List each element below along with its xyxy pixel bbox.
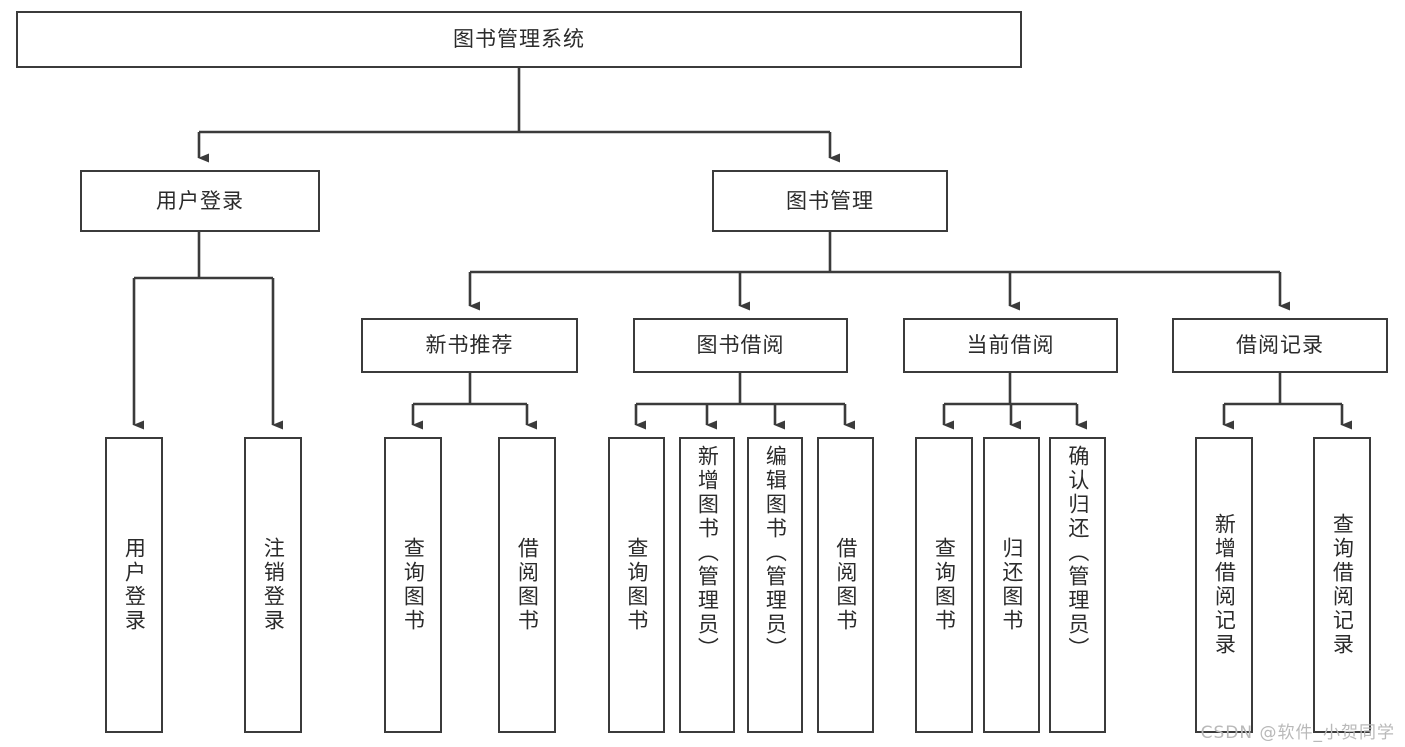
leaf-borrow-book-new-label: 借阅图书 <box>515 537 540 633</box>
node-book-management-label: 图书管理 <box>786 188 874 213</box>
leaf-user-login[interactable]: 用户登录 <box>105 437 163 733</box>
leaf-edit-book-admin[interactable]: 编辑图书（管理员） <box>747 437 803 733</box>
node-user-login[interactable]: 用户登录 <box>80 170 320 232</box>
leaf-logout[interactable]: 注销登录 <box>244 437 302 733</box>
leaf-query-book-current[interactable]: 查询图书 <box>915 437 973 733</box>
leaf-confirm-return-admin-label: 确认归还（管理员） <box>1065 445 1090 661</box>
node-current-borrow-label: 当前借阅 <box>966 333 1055 358</box>
node-current-borrow[interactable]: 当前借阅 <box>903 318 1118 373</box>
leaf-query-book-new-label: 查询图书 <box>401 537 426 633</box>
node-book-borrow-label: 图书借阅 <box>696 333 785 358</box>
leaf-query-book-current-label: 查询图书 <box>932 537 957 633</box>
leaf-query-book-borrow-label: 查询图书 <box>624 537 649 633</box>
leaf-logout-label: 注销登录 <box>261 537 286 633</box>
node-book-management[interactable]: 图书管理 <box>712 170 948 232</box>
leaf-borrow-book-label: 借阅图书 <box>833 537 858 633</box>
node-root[interactable]: 图书管理系统 <box>16 11 1022 68</box>
leaf-add-book-admin[interactable]: 新增图书（管理员） <box>679 437 735 733</box>
node-borrow-record-label: 借阅记录 <box>1236 333 1324 358</box>
leaf-query-book-new[interactable]: 查询图书 <box>384 437 442 733</box>
leaf-return-book-label: 归还图书 <box>999 537 1024 633</box>
node-borrow-record[interactable]: 借阅记录 <box>1172 318 1388 373</box>
node-new-book-recommend-label: 新书推荐 <box>425 333 514 358</box>
leaf-return-book[interactable]: 归还图书 <box>983 437 1040 733</box>
leaf-add-book-admin-label: 新增图书（管理员） <box>695 445 720 661</box>
leaf-add-borrow-record-label: 新增借阅记录 <box>1212 513 1237 657</box>
node-new-book-recommend[interactable]: 新书推荐 <box>361 318 578 373</box>
node-user-login-label: 用户登录 <box>156 188 244 213</box>
leaf-add-borrow-record[interactable]: 新增借阅记录 <box>1195 437 1253 733</box>
leaf-borrow-book-new[interactable]: 借阅图书 <box>498 437 556 733</box>
leaf-confirm-return-admin[interactable]: 确认归还（管理员） <box>1049 437 1106 733</box>
leaf-query-borrow-record-label: 查询借阅记录 <box>1330 513 1355 657</box>
node-book-borrow[interactable]: 图书借阅 <box>633 318 848 373</box>
leaf-borrow-book[interactable]: 借阅图书 <box>817 437 874 733</box>
leaf-query-borrow-record[interactable]: 查询借阅记录 <box>1313 437 1371 733</box>
leaf-user-login-label: 用户登录 <box>122 537 147 633</box>
node-root-label: 图书管理系统 <box>453 27 585 52</box>
leaf-edit-book-admin-label: 编辑图书（管理员） <box>763 445 788 661</box>
leaf-query-book-borrow[interactable]: 查询图书 <box>608 437 665 733</box>
